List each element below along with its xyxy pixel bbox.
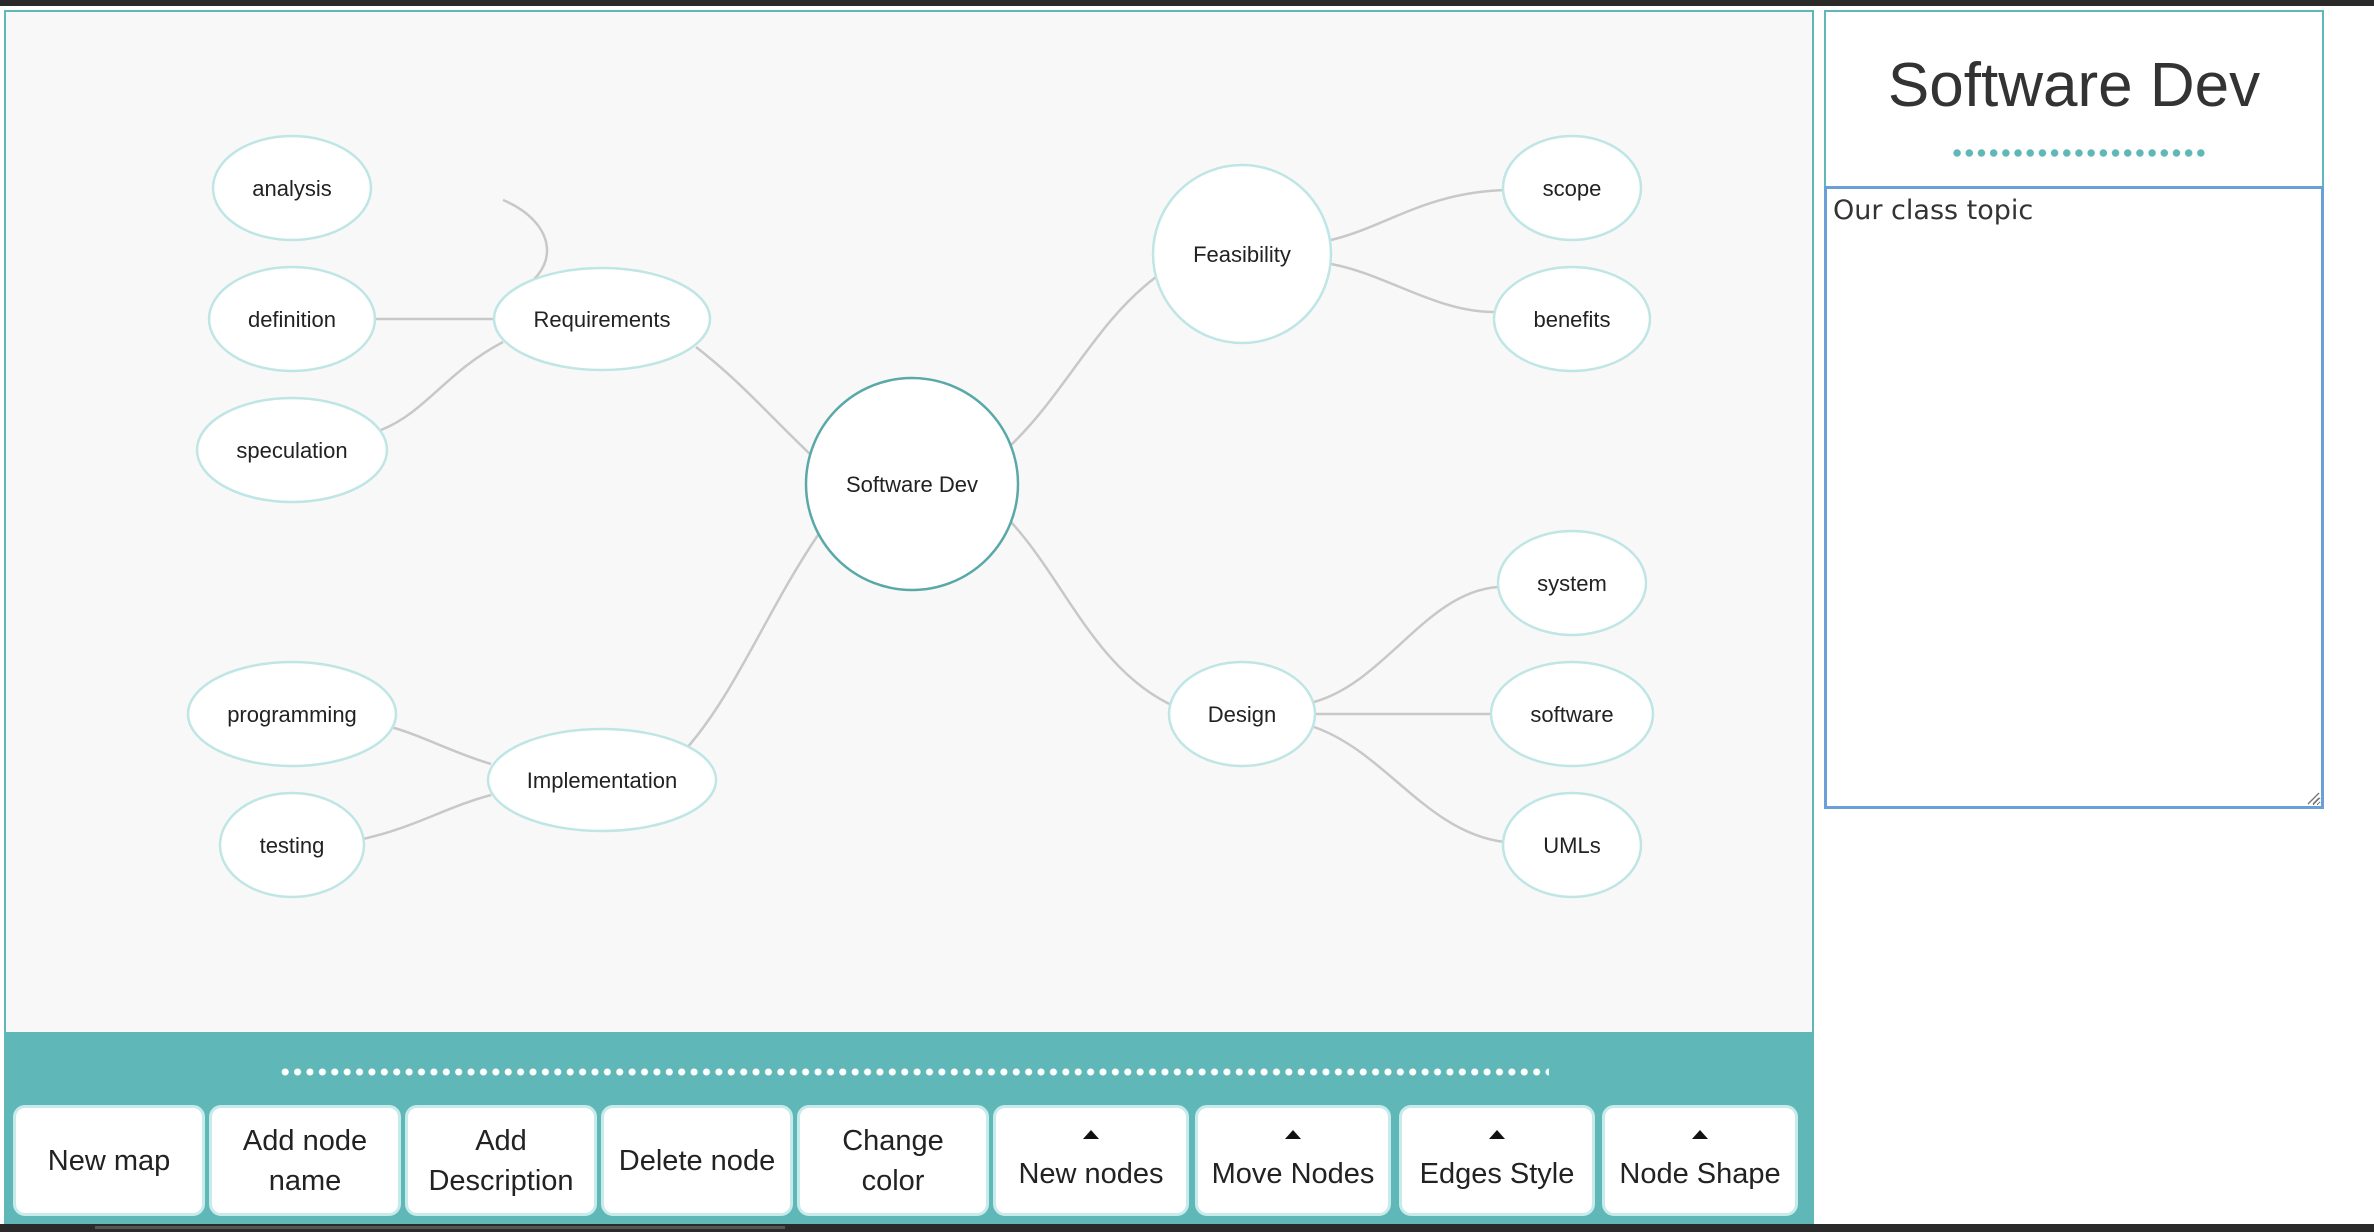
caret-up-icon [1692, 1130, 1708, 1139]
delete-node-button[interactable]: Delete node [601, 1105, 793, 1216]
node-speculation-label: speculation [236, 438, 347, 463]
node-benefits[interactable]: benefits [1492, 265, 1652, 373]
node-umls-label: UMLs [1543, 833, 1600, 858]
node-details-panel: Software Dev [1824, 10, 2324, 186]
resize-handle-icon[interactable] [2306, 791, 2320, 805]
node-speculation[interactable]: speculation [195, 396, 389, 504]
caret-up-icon [1489, 1130, 1505, 1139]
edge-root-design [1010, 521, 1177, 709]
node-analysis-label: analysis [252, 176, 331, 201]
new-map-button[interactable]: New map [13, 1105, 205, 1216]
node-system[interactable]: system [1496, 529, 1648, 637]
edges-style-dropup-button[interactable]: Edges Style [1399, 1105, 1595, 1216]
add-node-name-label-2: name [268, 1164, 342, 1197]
node-requirements[interactable]: Requirements [492, 266, 712, 372]
move-nodes-label: Move Nodes [1211, 1157, 1375, 1190]
window-bottom-strip [0, 1224, 2374, 1232]
node-software[interactable]: software [1489, 660, 1655, 768]
node-umls[interactable]: UMLs [1501, 791, 1643, 899]
node-shape-dropup-button[interactable]: Node Shape [1602, 1105, 1798, 1216]
caret-up-icon [1083, 1130, 1099, 1139]
change-color-button[interactable]: Change color [797, 1105, 989, 1216]
new-nodes-dropup-button[interactable]: New nodes [993, 1105, 1189, 1216]
edge-implementation-programming [390, 725, 492, 766]
add-description-button[interactable]: Add Description [405, 1105, 597, 1216]
node-implementation-label: Implementation [527, 768, 677, 793]
selected-node-title: Software Dev [1887, 51, 2261, 120]
node-design[interactable]: Design [1167, 660, 1317, 768]
edge-design-umls [1313, 725, 1505, 844]
edges-style-label: Edges Style [1419, 1157, 1575, 1190]
node-requirements-label: Requirements [534, 307, 671, 332]
mindmap-canvas[interactable]: Software Dev Requirements Implementation… [4, 10, 1814, 1032]
toolbar-dotted-divider [279, 1066, 1549, 1078]
change-color-label-1: Change [842, 1124, 944, 1157]
node-scope-label: scope [1543, 176, 1602, 201]
node-shape-label: Node Shape [1619, 1157, 1781, 1190]
new-map-label: New map [47, 1144, 171, 1177]
delete-node-label: Delete node [618, 1144, 776, 1177]
edge-root-feasibility [1010, 276, 1157, 446]
node-scope[interactable]: scope [1501, 134, 1643, 242]
add-node-name-button[interactable]: Add node name [209, 1105, 401, 1216]
change-color-label-2: color [861, 1164, 925, 1197]
node-testing-label: testing [260, 833, 325, 858]
window-top-strip [0, 0, 2374, 6]
mindmap-svg[interactable]: Software Dev Requirements Implementation… [6, 12, 1812, 1034]
add-description-label-2: Description [428, 1164, 574, 1197]
toolbar: New map Add node name Add Description De… [4, 1032, 1814, 1224]
node-implementation[interactable]: Implementation [486, 727, 718, 833]
move-nodes-dropup-button[interactable]: Move Nodes [1195, 1105, 1391, 1216]
caret-up-icon [1285, 1130, 1301, 1139]
edge-root-requirements [695, 346, 812, 456]
edge-implementation-testing [362, 793, 492, 841]
node-testing[interactable]: testing [218, 791, 366, 899]
node-benefits-label: benefits [1533, 307, 1610, 332]
node-definition[interactable]: definition [207, 265, 377, 373]
node-programming[interactable]: programming [186, 660, 398, 768]
add-node-name-label-1: Add node [242, 1124, 368, 1157]
node-software-label: software [1530, 702, 1613, 727]
edge-design-system [1313, 585, 1499, 704]
node-root[interactable]: Software Dev [804, 376, 1020, 592]
node-system-label: system [1537, 571, 1607, 596]
edge-requirements-speculation [380, 340, 504, 432]
add-description-label-1: Add [475, 1124, 527, 1157]
edge-feasibility-scope [1330, 188, 1507, 242]
edge-feasibility-benefits [1330, 262, 1495, 314]
description-textarea[interactable]: Our class topic [1824, 186, 2324, 809]
node-root-label: Software Dev [846, 472, 978, 497]
node-design-label: Design [1208, 702, 1276, 727]
panel-dotted-divider [1951, 147, 2206, 159]
node-programming-label: programming [227, 702, 357, 727]
node-feasibility[interactable]: Feasibility [1151, 163, 1333, 345]
node-analysis[interactable]: analysis [211, 134, 373, 242]
new-nodes-label: New nodes [1018, 1157, 1164, 1190]
node-definition-label: definition [248, 307, 336, 332]
node-feasibility-label: Feasibility [1193, 242, 1291, 267]
edge-root-implementation [685, 534, 820, 750]
